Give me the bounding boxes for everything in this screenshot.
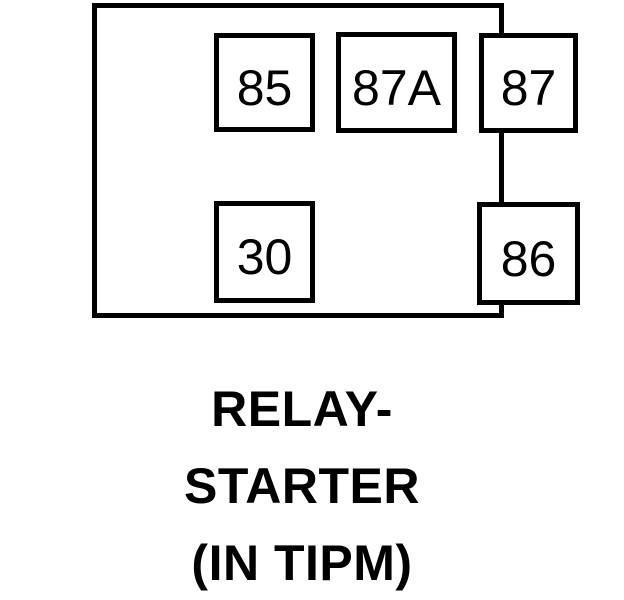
pin-box-87a: 87A (336, 32, 457, 133)
caption-line-in-tipm: (IN TIPM) (191, 535, 413, 591)
pin-box-30: 30 (214, 201, 315, 303)
caption-line-relay: RELAY- (211, 381, 393, 437)
pin-87-label: 87 (500, 60, 557, 116)
pin-87a-label: 87A (352, 59, 441, 116)
caption-line-starter: STARTER (184, 458, 420, 514)
pin-box-85: 85 (214, 33, 315, 132)
relay-caption: RELAY- STARTER (IN TIPM) (0, 371, 604, 600)
pin-86-label: 86 (500, 230, 557, 287)
pin-85-label: 85 (236, 59, 293, 116)
pin-30-label: 30 (236, 229, 293, 285)
pin-box-87: 87 (479, 33, 578, 133)
relay-body-outline: 85 87A 87 30 86 (92, 3, 580, 318)
pin-box-86: 86 (477, 202, 580, 305)
